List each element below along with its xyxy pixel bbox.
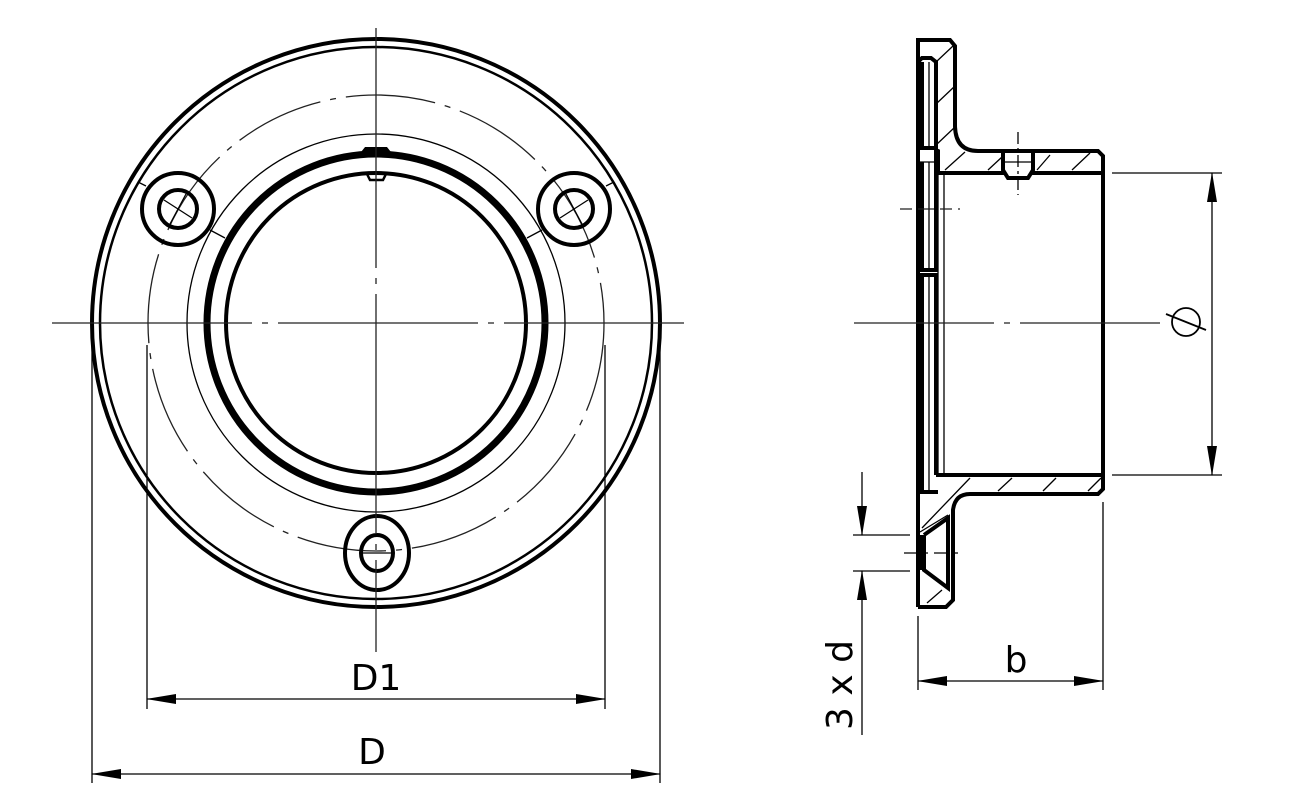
front-view bbox=[52, 28, 684, 652]
label-3xd: 3 x d bbox=[820, 640, 861, 730]
dimension-D: D bbox=[91, 330, 661, 783]
upper-hatching bbox=[935, 45, 1091, 171]
set-screw bbox=[1001, 132, 1035, 195]
dimension-bore-diameter bbox=[1112, 172, 1222, 476]
dimension-b: b bbox=[917, 502, 1104, 690]
diameter-symbol-icon bbox=[1165, 307, 1207, 337]
label-D1: D1 bbox=[351, 658, 402, 699]
dimension-D1: D1 bbox=[146, 345, 606, 709]
bolt-hole-bottom bbox=[343, 514, 411, 592]
lower-section-outline bbox=[918, 473, 1105, 609]
lower-hatching bbox=[921, 477, 1102, 604]
countersunk-hole bbox=[904, 514, 960, 592]
side-view bbox=[854, 38, 1160, 609]
bolt-hole-upper-left bbox=[137, 171, 226, 247]
bolt-hole-upper-right bbox=[526, 171, 615, 247]
label-D: D bbox=[358, 732, 386, 773]
label-b: b bbox=[1005, 640, 1028, 681]
dimension-3xd: 3 x d bbox=[820, 472, 910, 735]
